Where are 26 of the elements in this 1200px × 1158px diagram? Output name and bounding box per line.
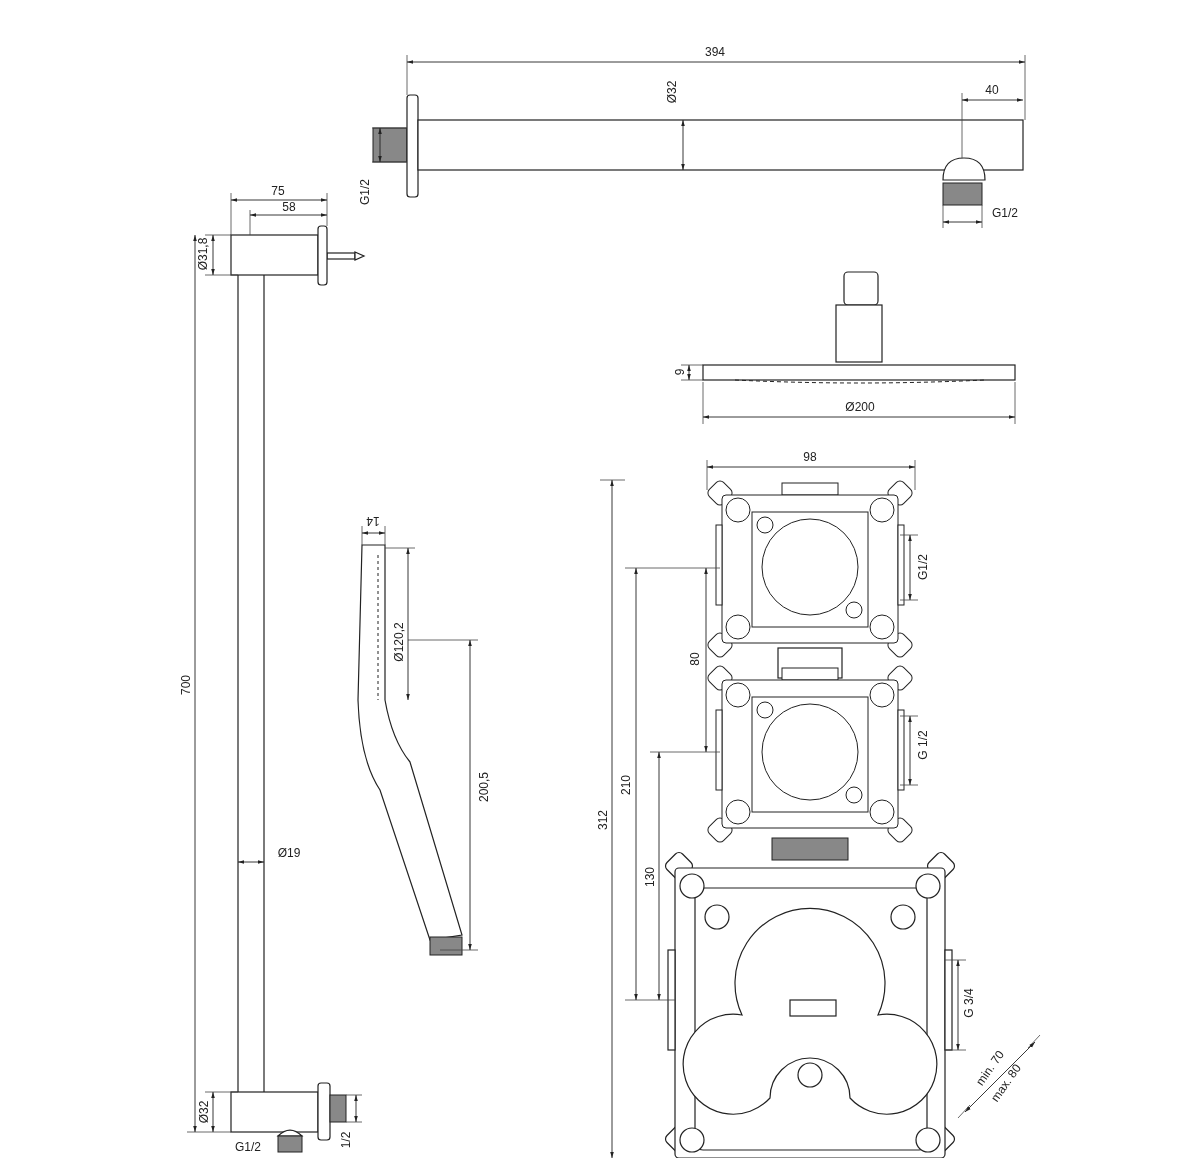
dimension-label: 210 (620, 775, 632, 795)
dimension-label: 700 (180, 675, 192, 695)
dimension-label: 58 (282, 201, 296, 213)
dimension-label: 394 (705, 46, 725, 58)
dimension-label: 200,5 (478, 772, 490, 802)
dimension-label: 75 (271, 185, 285, 197)
dimension-label: 130 (644, 867, 656, 887)
dimension-label: G1/2 (992, 207, 1018, 219)
dimension-label: 98 (803, 451, 817, 463)
dimension-label: Ø120,2 (393, 622, 405, 662)
dimension-label: Ø19 (277, 847, 301, 859)
dimension-label: Ø32 (198, 1100, 210, 1124)
dimension-label: G1/2 (235, 1141, 261, 1153)
dimension-label: Ø32 (666, 80, 678, 104)
dimension-label: Ø200 (845, 401, 875, 413)
dimension-label: 80 (689, 652, 701, 666)
dimension-label: 14 (366, 515, 380, 527)
dimension-label: Ø31,8 (197, 237, 209, 271)
dimension-label: 1/2 (340, 1131, 352, 1149)
dimension-label: 9 (674, 368, 686, 376)
dimension-label: G 1/2 (917, 730, 929, 760)
dimension-label: G1/2 (917, 554, 929, 580)
dimension-label: 40 (985, 84, 999, 96)
dimension-label: G 3/4 (963, 988, 975, 1018)
dimension-label: G1/2 (359, 179, 371, 205)
dimension-label: 312 (597, 810, 609, 830)
